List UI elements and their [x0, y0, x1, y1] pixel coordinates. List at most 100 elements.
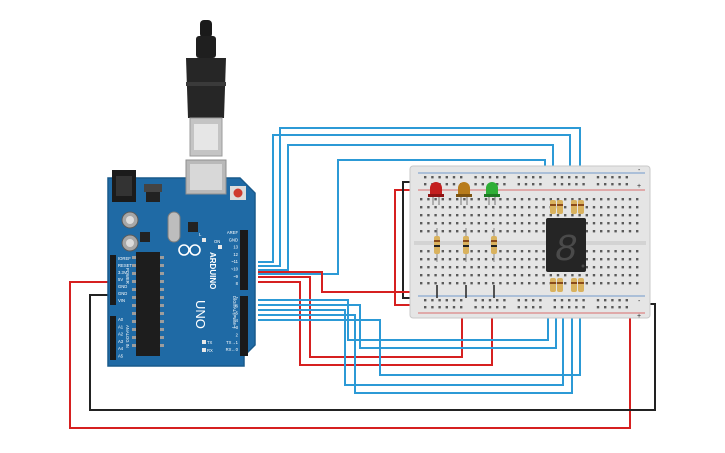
- breadboard-hole[interactable]: [532, 306, 535, 309]
- breadboard-hole[interactable]: [513, 266, 516, 269]
- breadboard-hole[interactable]: [499, 230, 502, 233]
- breadboard-hole[interactable]: [513, 250, 516, 253]
- breadboard-hole[interactable]: [506, 206, 509, 209]
- breadboard-hole[interactable]: [636, 206, 639, 209]
- breadboard-hole[interactable]: [470, 274, 473, 277]
- breadboard-hole[interactable]: [456, 198, 459, 201]
- breadboard-hole[interactable]: [520, 266, 524, 269]
- breadboard-hole[interactable]: [535, 222, 538, 225]
- breadboard-hole[interactable]: [621, 230, 624, 233]
- breadboard-hole[interactable]: [492, 222, 495, 225]
- breadboard-hole[interactable]: [542, 258, 545, 261]
- breadboard-hole[interactable]: [575, 183, 578, 186]
- breadboard-hole[interactable]: [517, 176, 520, 179]
- breadboard-hole[interactable]: [445, 299, 448, 302]
- breadboard-hole[interactable]: [499, 198, 502, 201]
- breadboard-hole[interactable]: [592, 214, 596, 217]
- breadboard-hole[interactable]: [499, 274, 502, 277]
- breadboard-hole[interactable]: [535, 266, 538, 269]
- breadboard-hole[interactable]: [481, 176, 484, 179]
- breadboard-hole[interactable]: [628, 230, 632, 233]
- breadboard-hole[interactable]: [600, 214, 603, 217]
- breadboard-hole[interactable]: [484, 206, 488, 209]
- breadboard-hole[interactable]: [506, 198, 509, 201]
- breadboard-hole[interactable]: [600, 258, 603, 261]
- breadboard-hole[interactable]: [628, 206, 632, 209]
- breadboard-hole[interactable]: [520, 230, 524, 233]
- breadboard-hole[interactable]: [427, 206, 430, 209]
- breadboard-hole[interactable]: [456, 214, 459, 217]
- breadboard-hole[interactable]: [611, 299, 614, 302]
- breadboard-hole[interactable]: [470, 214, 473, 217]
- breadboard-hole[interactable]: [524, 299, 528, 302]
- breadboard-hole[interactable]: [614, 222, 617, 225]
- breadboard-hole[interactable]: [513, 274, 516, 277]
- breadboard-hole[interactable]: [604, 306, 607, 309]
- breadboard-hole[interactable]: [513, 214, 516, 217]
- breadboard-hole[interactable]: [420, 266, 423, 269]
- breadboard-hole[interactable]: [420, 214, 423, 217]
- resistor-led-1[interactable]: [434, 228, 440, 262]
- breadboard-hole[interactable]: [607, 198, 610, 201]
- breadboard-hole[interactable]: [434, 258, 437, 261]
- breadboard-hole[interactable]: [499, 258, 502, 261]
- wire-blue-8[interactable]: [258, 290, 573, 394]
- breadboard-hole[interactable]: [585, 282, 588, 285]
- breadboard-hole[interactable]: [484, 222, 488, 225]
- breadboard-hole[interactable]: [585, 266, 588, 269]
- breadboard-hole[interactable]: [477, 274, 480, 277]
- breadboard-hole[interactable]: [636, 198, 639, 201]
- wire-black-ground-loop[interactable]: [89, 294, 656, 411]
- breadboard-hole[interactable]: [448, 214, 452, 217]
- breadboard-hole[interactable]: [424, 183, 427, 186]
- breadboard-hole[interactable]: [636, 214, 639, 217]
- breadboard-hole[interactable]: [600, 274, 603, 277]
- breadboard-hole[interactable]: [474, 183, 477, 186]
- breadboard-hole[interactable]: [592, 222, 596, 225]
- breadboard-hole[interactable]: [628, 250, 632, 253]
- breadboard-hole[interactable]: [484, 198, 488, 201]
- breadboard-hole[interactable]: [596, 176, 600, 179]
- breadboard-hole[interactable]: [517, 183, 520, 186]
- breadboard-hole[interactable]: [607, 250, 610, 253]
- breadboard-hole[interactable]: [600, 230, 603, 233]
- breadboard-hole[interactable]: [441, 230, 444, 233]
- breadboard-hole[interactable]: [542, 250, 545, 253]
- breadboard-hole[interactable]: [499, 206, 502, 209]
- breadboard-hole[interactable]: [578, 214, 581, 217]
- breadboard-hole[interactable]: [528, 206, 531, 209]
- breadboard-hole[interactable]: [431, 176, 434, 179]
- breadboard-hole[interactable]: [621, 258, 624, 261]
- breadboard-hole[interactable]: [513, 198, 516, 201]
- breadboard-hole[interactable]: [427, 230, 430, 233]
- breadboard-hole[interactable]: [564, 282, 567, 285]
- breadboard-hole[interactable]: [535, 206, 538, 209]
- breadboard-hole[interactable]: [614, 250, 617, 253]
- breadboard-hole[interactable]: [456, 250, 459, 253]
- breadboard-hole[interactable]: [535, 274, 538, 277]
- breadboard-hole[interactable]: [560, 299, 564, 302]
- breadboard-hole[interactable]: [532, 299, 535, 302]
- breadboard-hole[interactable]: [420, 258, 423, 261]
- breadboard-hole[interactable]: [535, 214, 538, 217]
- resistor-display-bottom-3[interactable]: [571, 278, 577, 292]
- breadboard-hole[interactable]: [488, 299, 492, 302]
- breadboard-hole[interactable]: [424, 176, 427, 179]
- resistor-display-top-4[interactable]: [578, 200, 584, 214]
- breadboard-hole[interactable]: [568, 306, 571, 309]
- breadboard-hole[interactable]: [542, 198, 545, 201]
- breadboard-hole[interactable]: [477, 250, 480, 253]
- breadboard-hole[interactable]: [420, 230, 423, 233]
- breadboard-hole[interactable]: [607, 206, 610, 209]
- breadboard-hole[interactable]: [474, 299, 477, 302]
- breadboard-hole[interactable]: [556, 198, 560, 201]
- breadboard-hole[interactable]: [553, 176, 556, 179]
- breadboard-hole[interactable]: [621, 266, 624, 269]
- breadboard-hole[interactable]: [520, 274, 524, 277]
- breadboard-hole[interactable]: [434, 282, 437, 285]
- breadboard-hole[interactable]: [628, 274, 632, 277]
- breadboard-hole[interactable]: [614, 282, 617, 285]
- breadboard-hole[interactable]: [607, 230, 610, 233]
- breadboard-hole[interactable]: [460, 306, 463, 309]
- breadboard-hole[interactable]: [517, 299, 520, 302]
